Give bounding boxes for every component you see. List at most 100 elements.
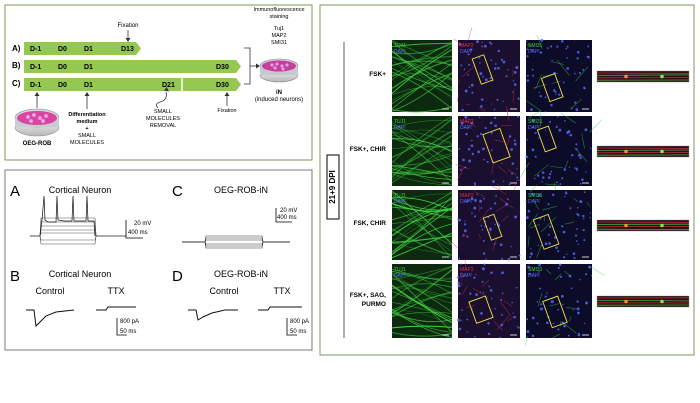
dapi-nucleus — [488, 41, 491, 44]
dapi-nucleus — [466, 117, 468, 119]
dapi-nucleus — [511, 162, 515, 165]
panel-a-title: Cortical Neuron — [49, 185, 112, 195]
dapi-nucleus — [558, 263, 562, 267]
dapi-nucleus — [574, 101, 577, 104]
dapi-nucleus — [525, 200, 527, 203]
marker-fiber — [551, 80, 561, 84]
dapi-nucleus — [529, 256, 532, 259]
row-label-b: B) — [12, 61, 21, 70]
dapi-nucleus — [461, 309, 463, 311]
tuj1-fiber — [391, 270, 453, 280]
marker-fiber — [461, 285, 468, 296]
tuj1-fiber — [391, 59, 453, 89]
dapi-nucleus — [494, 307, 496, 310]
dapi-nucleus — [588, 265, 592, 269]
panel-d-ttx-trace — [258, 306, 302, 311]
dapi-nucleus — [550, 45, 553, 48]
dapi-nucleus — [553, 89, 556, 92]
dapi-nucleus — [479, 132, 483, 136]
dapi-nucleus — [489, 121, 493, 125]
panel-d-scalebar — [286, 318, 297, 336]
stain-marker-label: TUJ1 — [394, 119, 406, 125]
zoom-box — [471, 54, 494, 85]
dapi-nucleus — [530, 248, 532, 250]
tuj1-fiber — [391, 173, 453, 186]
dapi-nucleus — [547, 176, 551, 179]
marker-fiber — [526, 100, 542, 112]
dapi-nucleus — [531, 334, 535, 338]
zoom-strip — [596, 145, 690, 158]
dapi-nucleus — [544, 111, 547, 113]
tuj1-fiber — [391, 192, 453, 259]
microscopy-grid: TUJ1DAPIMAP2DAPISMI31DAPITUJ1DAPIMAP2DAP… — [391, 27, 605, 346]
tuj1-fiber — [391, 213, 453, 221]
dapi-nucleus — [496, 98, 499, 101]
dapi-nucleus — [531, 68, 534, 71]
dapi-nucleus — [565, 47, 568, 50]
marker-fiber — [581, 133, 585, 149]
diff-arrowhead — [84, 92, 90, 96]
dapi-nucleus — [563, 256, 566, 259]
zoom-strips — [596, 70, 690, 308]
panel-d-ttx: TTX — [274, 286, 291, 296]
tuj1-fiber — [391, 197, 453, 237]
stain-dapi-label: DAPI — [394, 49, 406, 55]
removal-arrowhead — [164, 87, 169, 92]
marker-fiber — [520, 162, 530, 178]
dapi-nucleus — [576, 57, 579, 60]
dapi-nucleus — [530, 49, 533, 52]
dapi-nucleus — [517, 97, 520, 100]
stain-dapi-label: DAPI — [528, 125, 540, 131]
marker-fiber — [536, 35, 543, 49]
marker-fiber — [514, 179, 518, 191]
zoom-box — [532, 213, 560, 250]
dapi-nucleus — [544, 96, 547, 99]
dapi-nucleus — [576, 311, 580, 315]
dapi-nucleus — [483, 158, 486, 161]
dapi-nucleus — [552, 322, 555, 325]
stain-marker-label: MAP2 — [460, 267, 474, 273]
timeline-bar-b — [24, 60, 241, 73]
dapi-nucleus — [548, 225, 552, 229]
dapi-nucleus — [578, 72, 581, 75]
dapi-nucleus — [537, 137, 540, 139]
dapi-nucleus — [576, 307, 580, 311]
dapi-nucleus — [577, 153, 581, 157]
marker-fiber — [512, 88, 515, 103]
dapi-nucleus — [459, 168, 462, 171]
zoom-strip-background — [596, 145, 690, 158]
marker-fiber — [478, 106, 486, 112]
dapi-nucleus — [466, 235, 469, 238]
tuj1-fiber — [391, 332, 453, 337]
dapi-nucleus — [476, 193, 478, 196]
panel-d-title: OEG-ROB-iN — [214, 269, 268, 279]
dapi-nucleus — [482, 252, 486, 255]
dapi-nucleus — [532, 126, 534, 128]
neurons-sublabel: (induced neurons) — [255, 97, 303, 103]
panel-b-scale-v: 800 pA — [120, 319, 139, 325]
tuj1-fiber — [391, 193, 453, 204]
dapi-nucleus — [551, 59, 553, 62]
dapi-nucleus — [541, 171, 545, 174]
dapi-nucleus — [494, 124, 497, 128]
dapi-nucleus — [473, 184, 477, 187]
dapi-nucleus — [558, 93, 561, 96]
dapi-nucleus — [480, 207, 483, 209]
dapi-nucleus — [468, 63, 471, 66]
panel-d-scale-v: 800 pA — [290, 319, 309, 325]
tuj1-fiber — [391, 201, 453, 243]
dapi-nucleus — [457, 281, 460, 285]
marker-fiber — [493, 139, 505, 143]
dapi-nucleus — [458, 148, 461, 150]
tuj1-fiber — [391, 199, 453, 232]
fixation-top-label: Fixation — [117, 23, 138, 29]
dapi-nucleus — [481, 41, 483, 44]
tuj1-fiber — [391, 270, 453, 295]
stain-marker-label: SMI31 — [528, 267, 543, 273]
dapi-nucleus — [579, 182, 582, 185]
dapi-nucleus — [471, 152, 475, 156]
marker-fiber — [554, 273, 562, 281]
dapi-nucleus — [475, 273, 477, 276]
